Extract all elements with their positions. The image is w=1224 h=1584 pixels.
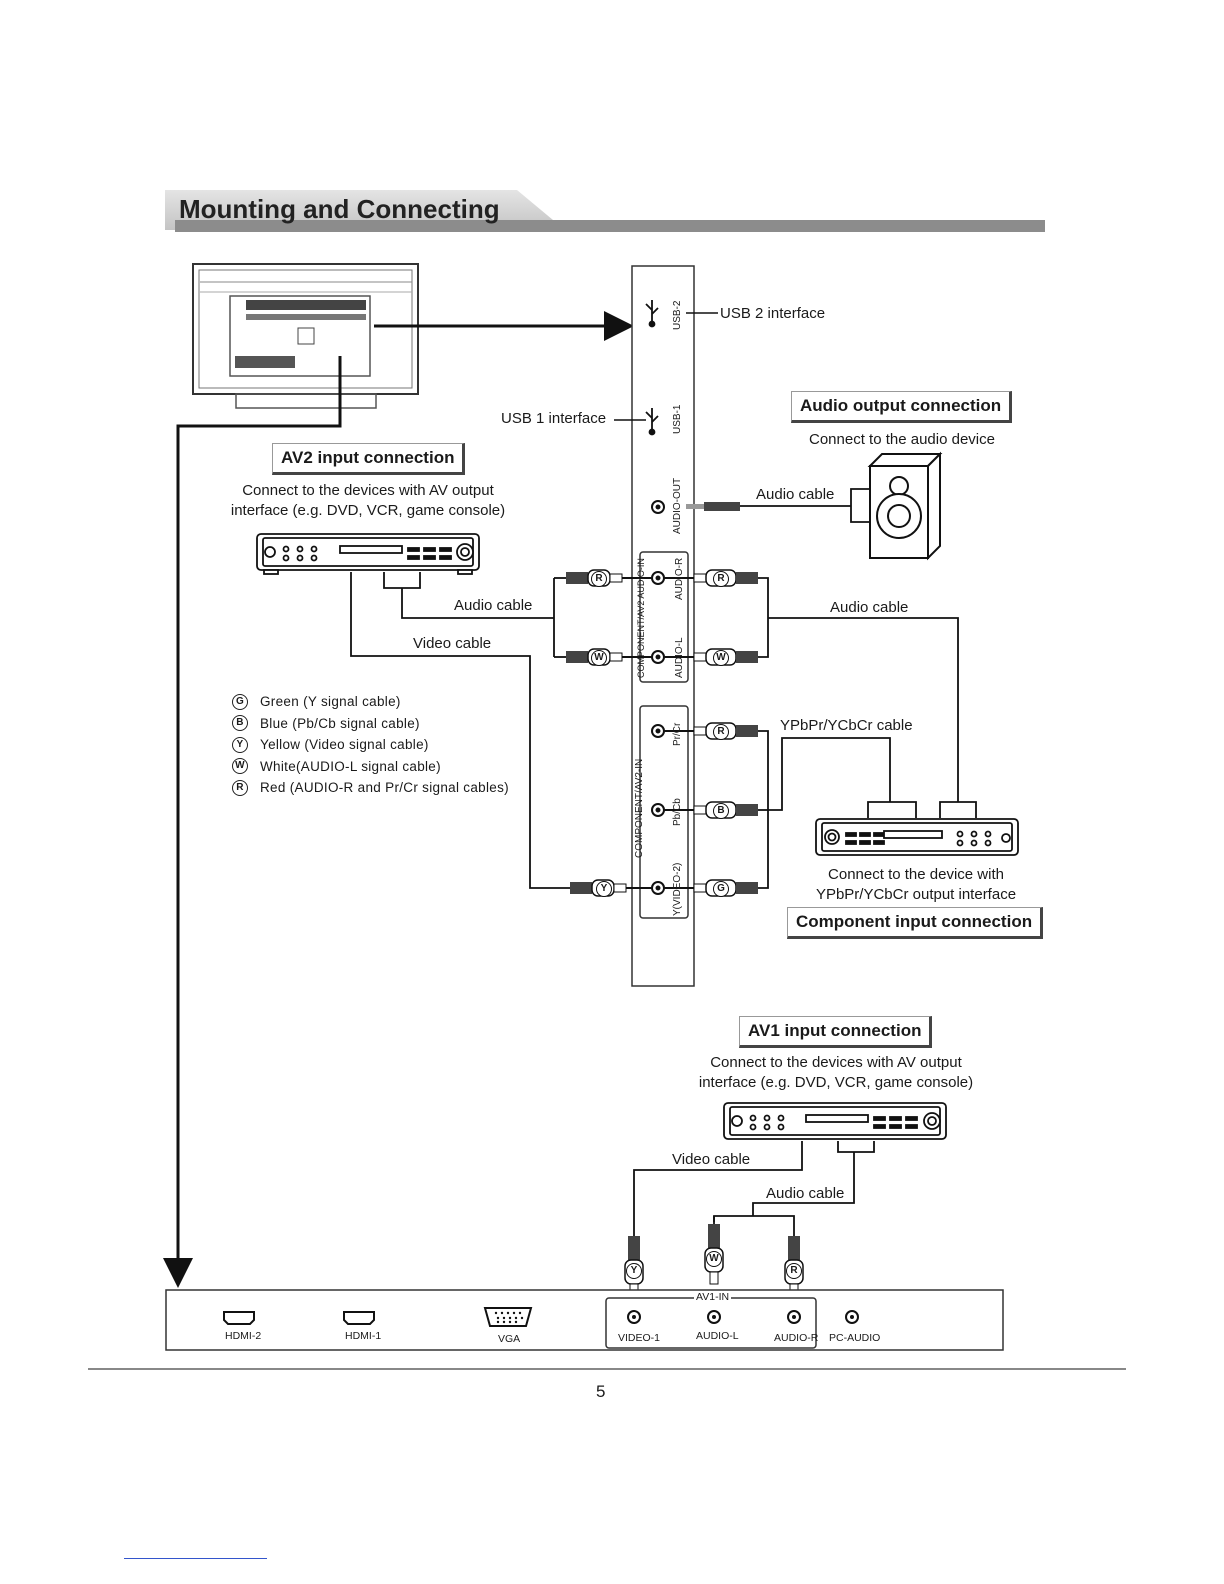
- speaker-icon: [867, 451, 943, 561]
- component-desc-line1: Connect to the device with: [828, 866, 1004, 883]
- port-label-audio-r: AUDIO-R: [674, 557, 685, 600]
- ypbpr-cable-label: YPbPr/YCbCr cable: [778, 717, 915, 734]
- audio-output-title: Audio output connection: [791, 391, 1013, 423]
- port-label-pbcb: Pb/Cb: [672, 798, 683, 826]
- av2-dvd-player-icon: [256, 533, 480, 575]
- plug-letter-white: W: [706, 1251, 722, 1267]
- av1-desc-line2: interface (e.g. DVD, VCR, game console): [698, 1074, 974, 1091]
- legend-text: Blue (Pb/Cb signal cable): [260, 715, 420, 731]
- audio-output-desc: Connect to the audio device: [809, 431, 995, 448]
- legend-item: B Blue (Pb/Cb signal cable): [232, 713, 509, 735]
- legend-letter: G: [232, 693, 248, 710]
- usb1-interface-label: USB 1 interface: [501, 410, 607, 427]
- plug-letter-white: W: [713, 650, 729, 666]
- av2-cables: [350, 572, 570, 889]
- component-cables: [758, 577, 977, 889]
- port-label-hdmi2: HDMI-2: [225, 1330, 262, 1342]
- port-label-vga: VGA: [498, 1333, 521, 1345]
- legend-text: Green (Y signal cable): [260, 694, 401, 710]
- plug-letter-yellow: Y: [626, 1263, 642, 1279]
- audio-out-plug: [686, 488, 876, 523]
- port-label-prcr: Pr/Cr: [672, 722, 683, 746]
- plug-letter-red: R: [786, 1263, 802, 1279]
- port-group-av2-audio: COMPONENT/AV2 AUDIO-IN: [636, 558, 646, 678]
- cable-color-legend: G Green (Y signal cable) B Blue (Pb/Cb sig…: [232, 691, 509, 799]
- side-input-panel: [631, 265, 695, 987]
- port-label-y-video2: Y(VIDEO-2): [672, 862, 683, 916]
- legend-text: Red (AUDIO-R and Pr/Cr signal cables): [260, 780, 509, 796]
- av1-title: AV1 input connection: [739, 1016, 933, 1048]
- audio-out-cable-label: Audio cable: [756, 486, 835, 503]
- plug-letter-yellow: Y: [596, 881, 612, 897]
- page-footer-rule: [88, 1368, 1126, 1370]
- port-label-audio-l: AUDIO-L: [674, 637, 685, 678]
- component-audio-cable-label: Audio cable: [828, 599, 911, 616]
- legend-letter: R: [232, 779, 248, 796]
- port-label-pc-audio: PC-AUDIO: [829, 1332, 881, 1344]
- bottom-input-panel: [165, 1289, 1004, 1351]
- plug-letter-green: G: [713, 881, 729, 897]
- av1-desc-line1: Connect to the devices with AV output: [710, 1054, 962, 1071]
- port-label-usb2: USB-2: [672, 300, 683, 330]
- legend-item: G Green (Y signal cable): [232, 691, 509, 713]
- legend-text: Yellow (Video signal cable): [260, 737, 429, 753]
- port-label-usb1: USB-1: [672, 404, 683, 434]
- usb-1-icon: [645, 408, 659, 436]
- plug-letter-blue: B: [713, 803, 729, 819]
- av2-audio-cable-label: Audio cable: [452, 597, 535, 614]
- legend-item: R Red (AUDIO-R and Pr/Cr signal cables): [232, 777, 509, 799]
- av2-video-cable-label: Video cable: [411, 635, 494, 652]
- legend-letter: Y: [232, 736, 248, 753]
- legend-letter: B: [232, 715, 248, 732]
- plug-letter-red: R: [713, 571, 729, 587]
- port-label-audio-out: AUDIO-OUT: [672, 477, 683, 534]
- component-device-icon: [815, 818, 1019, 856]
- av2-desc-line2: interface (e.g. DVD, VCR, game console): [230, 502, 506, 519]
- port-group-component: COMPONENT/AV2-IN: [634, 758, 645, 858]
- footer-link-underline: [124, 1558, 267, 1559]
- av2-desc-line1: Connect to the devices with AV output: [242, 482, 494, 499]
- page-number: 5: [596, 1382, 606, 1401]
- port-label-hdmi1: HDMI-1: [345, 1330, 382, 1342]
- port-label-video1: VIDEO-1: [618, 1332, 661, 1344]
- av1-video-cable-label: Video cable: [670, 1151, 753, 1168]
- usb-2-icon: [645, 300, 659, 328]
- legend-text: White(AUDIO-L signal cable): [260, 758, 441, 774]
- page-title: Mounting and Connecting: [179, 194, 500, 224]
- tv-back-illustration: [192, 263, 419, 409]
- av2-title: AV2 input connection: [272, 443, 466, 475]
- av1-dvd-player-icon: [723, 1102, 947, 1140]
- legend-item: W White(AUDIO-L signal cable): [232, 756, 509, 778]
- av1-audio-cable-label: Audio cable: [764, 1185, 847, 1202]
- port-label-audio-r: AUDIO-R: [774, 1332, 819, 1344]
- section-header-rule: [175, 220, 1045, 232]
- component-title: Component input connection: [787, 907, 1044, 939]
- section-header: Mounting and Connecting: [165, 190, 1045, 234]
- legend-letter: W: [232, 758, 248, 775]
- component-desc-line2: YPbPr/YCbCr output interface: [815, 886, 1017, 903]
- port-label-audio-l: AUDIO-L: [696, 1330, 739, 1342]
- plug-letter-red: R: [591, 571, 607, 587]
- plug-letter-white: W: [591, 650, 607, 666]
- legend-item: Y Yellow (Video signal cable): [232, 734, 509, 756]
- port-group-av1: AV1-IN: [694, 1291, 732, 1303]
- plug-letter-red: R: [713, 724, 729, 740]
- av1-cables: [633, 1141, 875, 1236]
- usb2-interface-label: USB 2 interface: [720, 305, 826, 322]
